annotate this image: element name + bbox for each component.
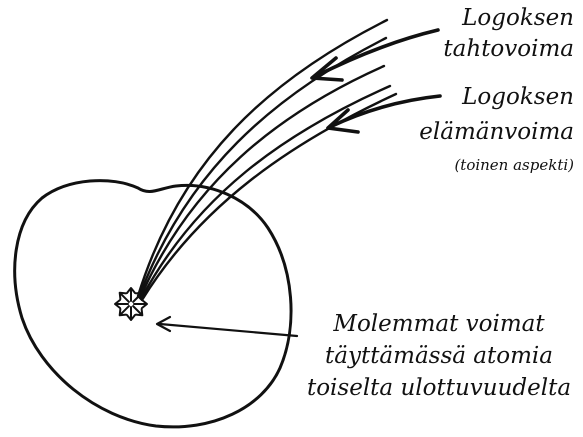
- force-line: [140, 92, 398, 302]
- will-label-line2: tahtovoima: [443, 36, 574, 62]
- atom-arrow-head: [155, 315, 172, 333]
- will-arrow-head: [310, 56, 344, 82]
- center-burst: [114, 287, 148, 321]
- life-arrow-shaft: [330, 94, 442, 128]
- burst-arrow: [126, 287, 136, 302]
- burst-arrow: [132, 305, 144, 317]
- atom-arrow: [155, 315, 299, 338]
- force-line: [136, 18, 389, 298]
- force-line: [139, 84, 392, 301]
- force-line: [138, 64, 386, 300]
- burst-arrow: [126, 306, 136, 321]
- burst-arrow: [132, 291, 144, 303]
- atom-label-line3: toiselta ulottuvuudelta: [307, 375, 571, 401]
- atom-outline: [13, 179, 293, 429]
- will-arrow-shaft: [314, 28, 440, 78]
- burst-arrow: [133, 299, 148, 309]
- life-arrow: [326, 94, 442, 134]
- burst-arrow: [118, 291, 130, 303]
- will-label-line1: Logoksen: [461, 5, 574, 31]
- force-line: [137, 36, 388, 299]
- atom-label-line1: Molemmat voimat: [332, 311, 545, 337]
- atom-arrow-shaft: [158, 322, 299, 338]
- will-arrow: [310, 28, 440, 82]
- force-lines: [136, 18, 398, 302]
- life-arrow-head: [326, 108, 360, 134]
- burst-arrow: [118, 305, 130, 317]
- life-label-line1: Logoksen: [461, 84, 574, 110]
- atom-label-line2: täyttämässä atomia: [325, 343, 553, 369]
- life-label-line3: (toinen aspekti): [454, 156, 574, 174]
- life-label-line2: elämänvoima: [419, 119, 574, 145]
- burst-arrow: [114, 299, 129, 309]
